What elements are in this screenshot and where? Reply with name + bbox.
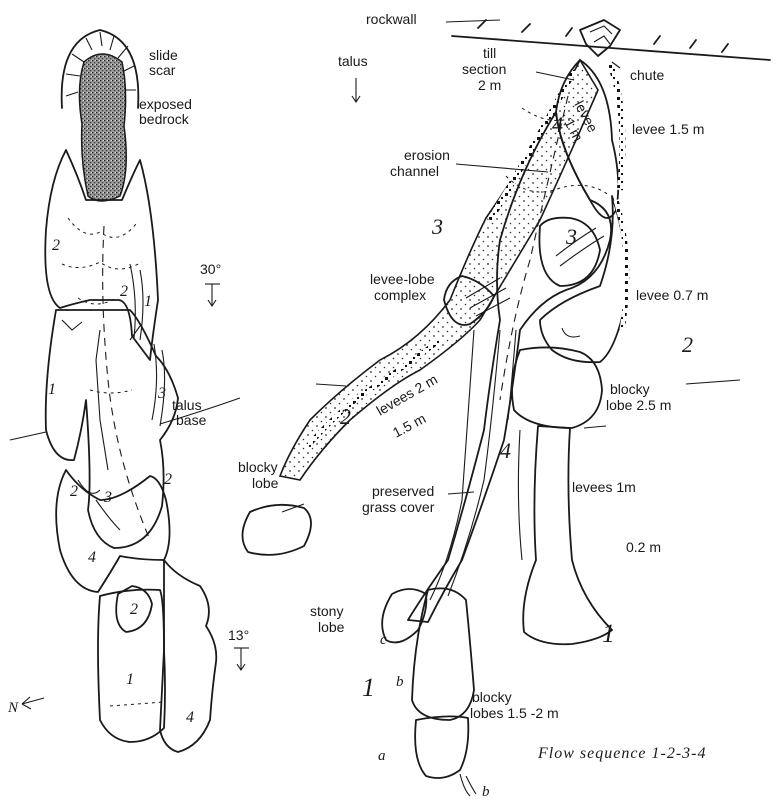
right-stony-lobe [382, 589, 426, 642]
left-flow-number: 2 [70, 483, 78, 500]
talus-arrow [352, 78, 360, 102]
lobe-letter: a [378, 748, 386, 764]
label-stony-lobe-1: stony [310, 603, 343, 619]
label-levees-1-5m: 1.5 m [390, 410, 428, 441]
label-till-section-3: 2 m [478, 77, 501, 93]
exposed-bedrock [79, 54, 126, 201]
right-blocky-lobe-left [242, 505, 311, 555]
right-flow-number: 1 [362, 673, 375, 702]
lobe-letter: b [396, 674, 404, 690]
label-slide-scar-2: scar [149, 62, 176, 78]
label-blocky-lobe-2-5m-1: blocky [610, 381, 650, 397]
left-flow-map [10, 30, 249, 752]
label-till-section-2: section [462, 61, 506, 77]
label-depth-0-2m: 0.2 m [626, 539, 661, 555]
label-erosion-channel-1: erosion [404, 147, 450, 163]
left-flow-lobe-1 [46, 310, 178, 548]
label-talus-base-2: base [176, 412, 207, 428]
left-flow-number: 2 [164, 471, 172, 488]
label-slide-scar-1: slide [149, 47, 178, 63]
label-levee-lobe-complex-1: levee-lobe [370, 271, 435, 287]
label-exposed-bedrock-1: exposed [139, 96, 192, 112]
left-flow-number: 2 [52, 237, 60, 254]
left-flow-number: 4 [186, 709, 194, 726]
right-flow-number: 4 [500, 438, 511, 463]
rockwall-line [452, 36, 770, 60]
slope-arrow-13 [234, 648, 249, 670]
label-north: N [7, 700, 19, 716]
right-flow-number: 2 [682, 332, 693, 357]
label-preserved-grass-1: preserved [372, 483, 434, 499]
label-talus: talus [338, 53, 368, 69]
right-flow-lobe-1-right [523, 426, 612, 644]
left-flow-number: 1 [126, 671, 134, 688]
left-flow-number: 2 [130, 601, 138, 618]
label-levees-1m: levees 1m [572, 479, 636, 495]
label-blocky-lobe-2: lobe [252, 475, 279, 491]
left-flow-number: 1 [48, 381, 56, 398]
right-flow-number: 4 [552, 112, 563, 137]
north-arrow [22, 697, 44, 709]
label-blocky-lobes-1: blocky [472, 689, 512, 705]
label-till-section-1: till [483, 45, 496, 61]
left-flow-number: 4 [88, 549, 96, 566]
label-chute: chute [630, 67, 664, 83]
right-blocky-lobes [412, 588, 474, 720]
label-blocky-lobe-1: blocky [238, 459, 278, 475]
label-blocky-lobe-2-5m-2: lobe 2.5 m [606, 397, 671, 413]
right-flow-number: 3 [431, 214, 443, 239]
label-rockwall: rockwall [366, 11, 417, 27]
lobe-letter: c [380, 632, 387, 648]
left-flow-number: 3 [157, 385, 166, 402]
right-flow-number: 2 [340, 404, 351, 429]
label-levee-lobe-complex-2: complex [374, 287, 426, 303]
left-flow-number: 2 [120, 283, 128, 300]
right-flow-number: 3 [565, 224, 577, 249]
left-flow-number: 3 [103, 489, 112, 506]
left-flow-number: 1 [144, 293, 152, 310]
lobe-letter: b [482, 784, 490, 799]
label-slope-13: 13° [228, 627, 249, 643]
label-preserved-grass-2: grass cover [362, 499, 435, 515]
label-levee-0-7m: levee 0.7 m [636, 287, 708, 303]
label-blocky-lobes-2: lobes 1.5 -2 m [470, 705, 559, 721]
slope-arrow-30 [205, 284, 220, 306]
right-blocky-lobe-2-5m [512, 347, 602, 428]
label-talus-base-1: talus [172, 397, 202, 413]
label-flow-sequence: Flow sequence 1-2-3-4 [537, 745, 707, 762]
right-flow-number: 1 [602, 619, 615, 648]
label-stony-lobe-2: lobe [318, 619, 345, 635]
label-slope-30: 30° [200, 261, 221, 277]
label-exposed-bedrock-2: bedrock [139, 111, 190, 127]
label-levee-1-5m: levee 1.5 m [632, 121, 704, 137]
label-erosion-channel-2: channel [390, 163, 439, 179]
